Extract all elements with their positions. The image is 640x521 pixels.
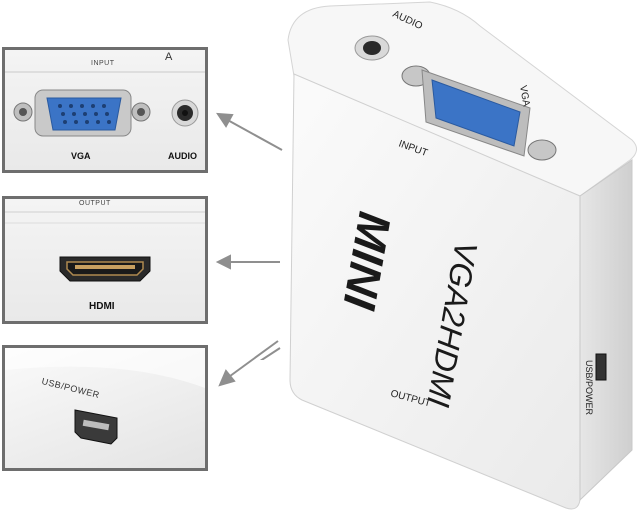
input-header: INPUT bbox=[91, 60, 115, 67]
device-usb-port-icon bbox=[595, 353, 607, 381]
hdmi-port-icon bbox=[59, 256, 151, 282]
usb-port-closeup: USB/POWER bbox=[2, 345, 208, 471]
usb-arrow bbox=[218, 340, 279, 387]
audio-jack-icon bbox=[171, 99, 199, 127]
vga-label: VGA bbox=[71, 151, 91, 161]
side-mark: A bbox=[165, 51, 173, 63]
device-audio-jack-icon bbox=[354, 35, 390, 61]
output-header: OUTPUT bbox=[79, 200, 111, 207]
output-port-closeup: OUTPUT HDMI bbox=[2, 196, 208, 324]
input-ports-closeup: INPUT A VGA AUDIO bbox=[2, 47, 208, 173]
usb-port bbox=[5, 348, 205, 445]
arrow-to-usb-panel bbox=[259, 347, 281, 360]
arrow-to-input-panel bbox=[223, 117, 283, 151]
device-usb-label: USB/POWER bbox=[584, 360, 594, 416]
mini-usb-port-icon bbox=[74, 409, 118, 445]
vga-screw-left-icon bbox=[13, 102, 33, 122]
device-vga-port-icon bbox=[401, 65, 557, 161]
device-vga-label: VGA bbox=[517, 85, 532, 108]
vga-screw-right-icon bbox=[131, 102, 151, 122]
audio-label: AUDIO bbox=[168, 151, 197, 161]
pointer-arrows bbox=[215, 112, 283, 360]
vga-audio-ports bbox=[5, 71, 205, 137]
hdmi-port bbox=[5, 211, 205, 282]
vga2hdmi-converter-device: AUDIO VGA INPUT MINI VGA2HDMI OUTPUT USB… bbox=[287, 1, 637, 510]
hdmi-label: HDMI bbox=[89, 301, 115, 312]
